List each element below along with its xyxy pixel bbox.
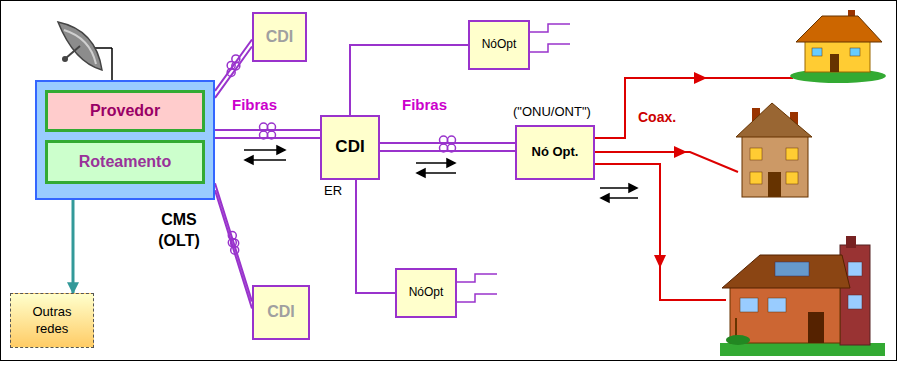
fiber-coil <box>228 239 236 247</box>
fiber-coil <box>260 131 268 139</box>
fiber-coil <box>231 246 239 254</box>
house-icon <box>720 236 885 356</box>
optical-node-box: NóOpt <box>468 20 530 70</box>
fiber-coil <box>448 144 456 152</box>
fiber-coil <box>448 136 456 144</box>
node-caption: ("ONU/ONT") <box>513 104 591 121</box>
fiber-link <box>215 183 252 308</box>
routing-box: Roteamento <box>45 140 205 184</box>
node-label: Nó Opt. <box>532 144 579 161</box>
fiber-link <box>350 45 468 115</box>
fiber-coil <box>232 62 240 70</box>
cable-label: Coax. <box>638 109 676 126</box>
node-label: CDI <box>335 136 364 158</box>
node-label: Outras redes <box>17 304 87 338</box>
other-networks-box: Outras redes <box>10 293 94 348</box>
fiber-link <box>215 130 320 138</box>
house-icon <box>736 103 812 197</box>
node-caption: ER <box>324 183 342 200</box>
optical-node-box: NóOpt <box>395 268 457 318</box>
node-label: Provedor <box>90 101 160 122</box>
node-label: NóOpt <box>482 37 517 53</box>
node-caption: CMS (OLT) <box>139 210 219 252</box>
cdi-er-box: CDIER <box>320 115 380 180</box>
fiber-coil <box>268 131 276 139</box>
house-icon <box>790 10 886 83</box>
onu-ont-box: Nó Opt.("ONU/ONT") <box>515 125 595 180</box>
fiber-coil <box>268 123 276 131</box>
medium-label: Fibras <box>232 96 277 114</box>
node-label: CDI <box>266 27 294 48</box>
fiber-coil <box>260 123 268 131</box>
cms-olt-box: CMS (OLT)ProvedorRoteamento <box>35 80 215 200</box>
cdi-box: CDI <box>252 285 310 340</box>
coax-arrowheads <box>654 72 707 268</box>
frame <box>1 1 897 361</box>
node-label: NóOpt <box>409 285 444 301</box>
medium-label: Fibras <box>402 96 447 114</box>
provider-box: Provedor <box>45 90 205 132</box>
fiber-link <box>380 143 515 151</box>
node-label: Roteamento <box>79 152 171 173</box>
cdi-box: CDI <box>252 12 307 62</box>
fiber-link <box>356 180 395 293</box>
satellite-dish <box>58 22 112 81</box>
node-label: CDI <box>267 302 295 323</box>
fiber-coil <box>440 144 448 152</box>
fiber-link <box>215 40 252 98</box>
fiber-coil <box>440 136 448 144</box>
network-arrow <box>72 184 75 293</box>
